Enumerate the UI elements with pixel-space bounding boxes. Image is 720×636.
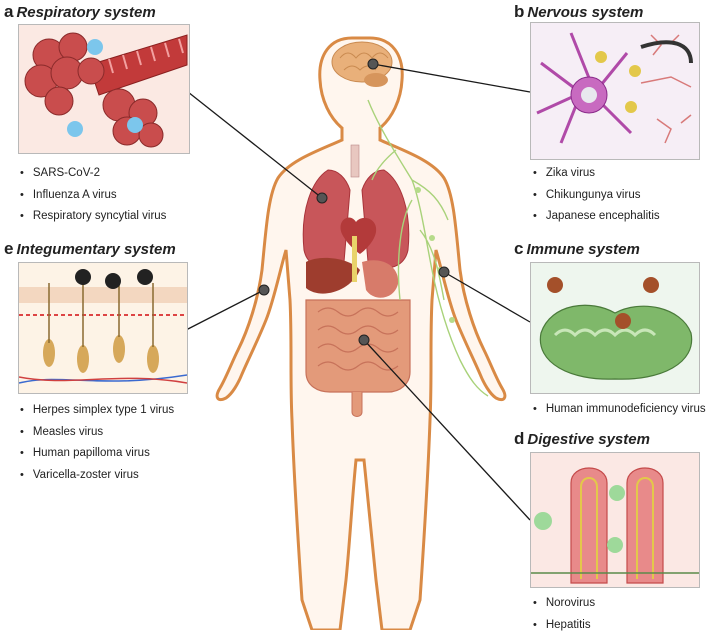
panel-d-name: Digestive system [527,431,650,448]
virus-item: SARS-CoV-2 [20,163,166,185]
rectum [352,392,362,417]
respiratory-illustration [18,24,190,154]
virus-item: Varicella-zoster virus [20,465,174,487]
panel-c-name: Immune system [526,241,639,258]
virus-item: Chikungunya virus [533,185,660,207]
immune-virus-list: Human immunodeficiency virus [533,399,706,421]
virus-item: Influenza A virus [20,185,166,207]
virus-item: Japanese encephalitis [533,206,660,228]
integumentary-virus-list: Herpes simplex type 1 virus Measles viru… [20,400,174,486]
cerebellum-shape [364,73,388,87]
virus-item: Human papilloma virus [20,443,174,465]
respiratory-virus-list: SARS-CoV-2 Influenza A virus Respiratory… [20,163,166,228]
virus-item: Respiratory syncytial virus [20,206,166,228]
nervous-illustration [530,22,700,160]
integumentary-illustration [18,262,188,394]
immune-illustration [530,262,700,394]
panel-b-name: Nervous system [527,4,643,21]
digestive-illustration [530,452,700,588]
panel-e-name: Integumentary system [16,241,175,258]
connector-a [188,92,322,198]
panel-a-name: Respiratory system [16,4,155,21]
nervous-virus-list: Zika virus Chikungunya virus Japanese en… [533,163,660,228]
virus-item: Human immunodeficiency virus [533,399,706,421]
virus-item: Herpes simplex type 1 virus [20,400,174,422]
virus-item: Zika virus [533,163,660,185]
panel-a-letter: a [4,2,13,21]
panel-d-letter: d [514,429,524,448]
panel-b-letter: b [514,2,524,21]
trachea [351,145,359,177]
virus-item: Hepatitis [533,615,595,636]
panel-c-letter: c [514,239,523,258]
virus-item: Norovirus [533,593,595,615]
virus-item: Measles virus [20,422,174,444]
spleen-yellow [352,236,357,282]
panel-e-letter: e [4,239,13,258]
